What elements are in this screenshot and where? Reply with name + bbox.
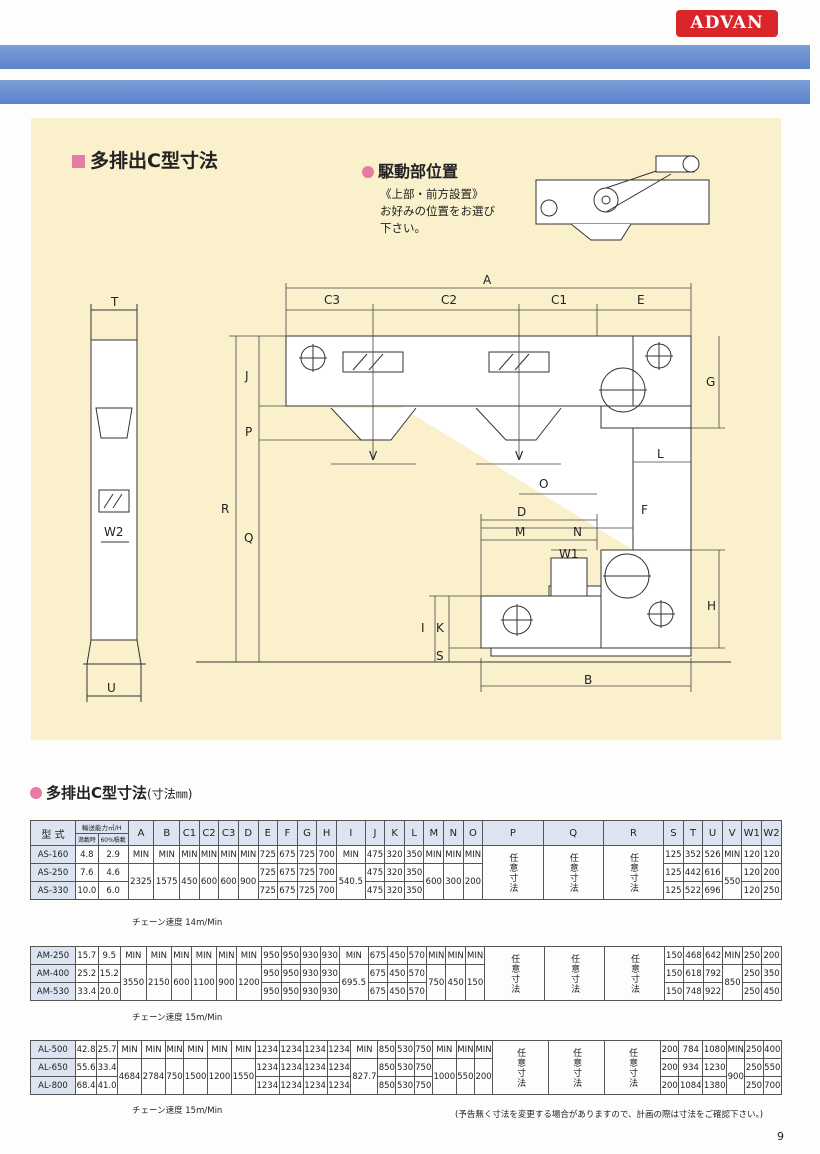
drive-title: 駆動部位置	[362, 158, 458, 182]
circle-bullet-icon	[362, 166, 374, 178]
chain-speed-am: チェーン速度 15m/Min	[132, 1013, 223, 1023]
conveyor-drawing: T W2 U	[83, 155, 731, 702]
dim-i: I	[421, 621, 425, 635]
dim-o: O	[539, 477, 548, 491]
dim-b: B	[584, 673, 592, 687]
dim-p: P	[245, 425, 252, 439]
dim-f: F	[641, 503, 648, 517]
circle-bullet-icon	[30, 787, 42, 799]
footnote: (予告無く寸法を変更する場合がありますので、計画の際は寸法をご確認下さい。)	[455, 1110, 764, 1120]
chain-speed-al: チェーン速度 15m/Min	[132, 1106, 223, 1116]
dim-d: D	[517, 505, 526, 519]
dim-w1: W1	[559, 547, 579, 561]
dim-l: L	[657, 447, 664, 461]
dim-v1: V	[369, 449, 378, 463]
dim-r: R	[221, 502, 229, 516]
dim-g: G	[706, 375, 715, 389]
page-number: 9	[777, 1130, 784, 1143]
dimension-labels: A C3 C2 C1 E J G P V V L O R F D M N Q W…	[221, 273, 716, 687]
dim-w2: W2	[104, 525, 124, 539]
header-band-top	[0, 45, 810, 69]
table-title: 多排出C型寸法(寸法㎜)	[30, 782, 192, 803]
drive-note: 《上部・前方設置》 お好みの位置をお選び 下さい。	[380, 187, 495, 235]
dim-u: U	[107, 681, 116, 695]
dim-c2: C2	[441, 293, 457, 307]
dim-h: H	[707, 599, 716, 613]
dim-c1: C1	[551, 293, 567, 307]
dim-t: T	[110, 295, 119, 309]
chain-speed-as: チェーン速度 14m/Min	[132, 918, 223, 928]
dim-s: S	[436, 649, 444, 663]
section-title: 多排出C型寸法	[72, 146, 218, 173]
dim-m: M	[515, 525, 525, 539]
dim-a: A	[483, 273, 492, 287]
side-view	[83, 304, 146, 702]
dim-j: J	[244, 369, 249, 383]
dim-k: K	[436, 621, 445, 635]
dim-n: N	[573, 525, 582, 539]
conveyor-body	[196, 335, 731, 663]
header-band-bottom	[0, 80, 810, 104]
square-bullet-icon	[72, 155, 85, 168]
dim-q: Q	[244, 531, 253, 545]
dim-e: E	[637, 293, 645, 307]
dim-v2: V	[515, 449, 524, 463]
brand-logo: ADVAN	[676, 10, 778, 37]
drive-unit-sketch	[535, 155, 710, 241]
dim-c3: C3	[324, 293, 340, 307]
dimension-lines	[229, 283, 725, 692]
